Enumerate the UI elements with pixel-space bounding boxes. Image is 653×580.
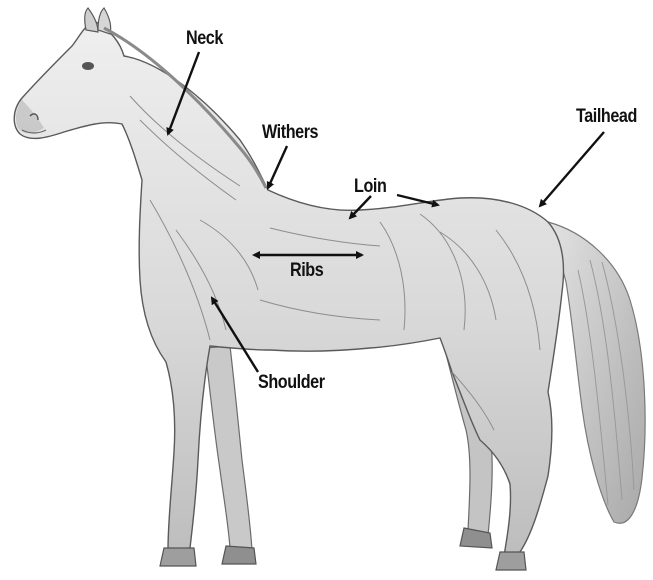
hoof [222,546,256,564]
shoulder-label: Shoulder [258,372,325,394]
withers-label: Withers [262,122,318,144]
horse-eye [82,62,94,70]
tailhead-label: Tailhead [576,106,637,128]
horse-ear [85,8,98,32]
far-front-leg [205,346,252,550]
neck-label: Neck [186,28,223,50]
hoof [496,552,526,570]
ribs-label: Ribs [290,260,323,282]
hoof [160,548,196,566]
tailhead-arrow [540,132,604,206]
loin-label: Loin [354,176,386,198]
withers-arrow [268,146,287,188]
